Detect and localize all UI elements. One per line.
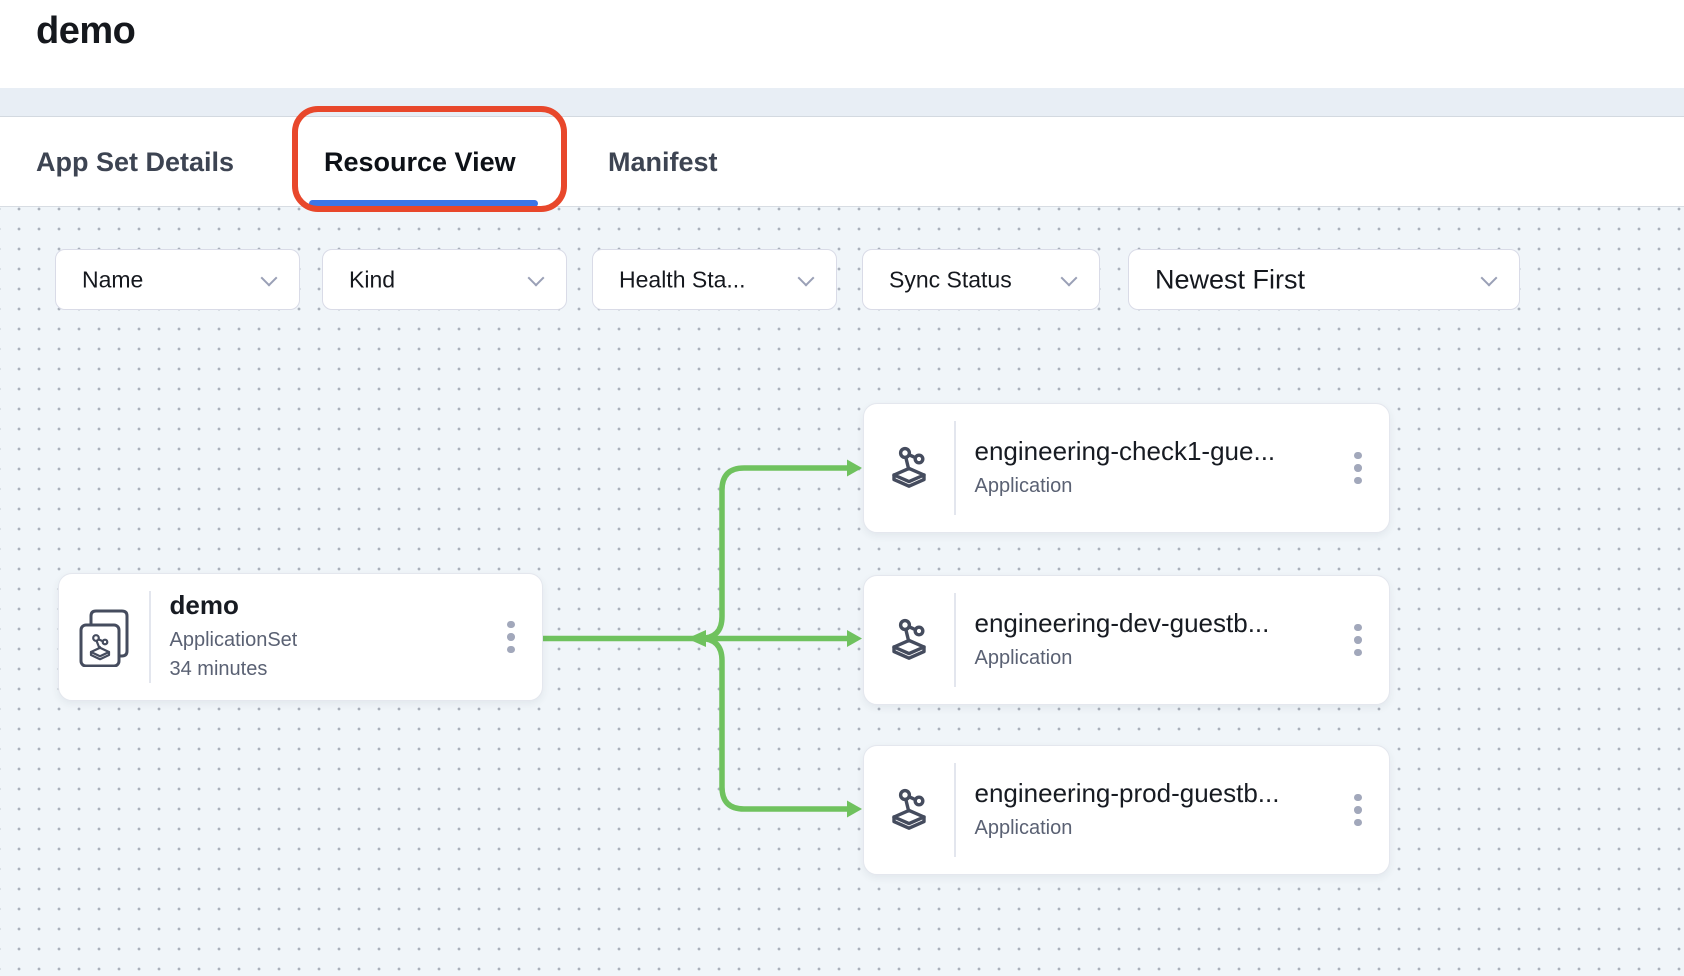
node-title: demo bbox=[169, 590, 239, 620]
divider bbox=[954, 421, 956, 515]
node-menu-button[interactable] bbox=[1341, 440, 1375, 496]
chevron-down-icon bbox=[1480, 269, 1498, 287]
filter-health-label: Health Sta... bbox=[619, 266, 746, 292]
sort-dropdown-newest-first[interactable]: Newest First bbox=[1128, 249, 1520, 310]
kebab-icon bbox=[1354, 793, 1362, 802]
node-kind: Application bbox=[974, 816, 1073, 839]
chevron-down-icon bbox=[527, 269, 545, 287]
divider bbox=[149, 591, 151, 683]
tab-resource-view[interactable]: Resource View bbox=[324, 147, 516, 177]
tab-manifest[interactable]: Manifest bbox=[608, 147, 718, 177]
kebab-icon bbox=[1354, 451, 1362, 460]
divider bbox=[954, 593, 956, 687]
application-icon bbox=[864, 576, 954, 704]
active-tab-underline bbox=[309, 200, 538, 207]
kebab-icon bbox=[1354, 623, 1362, 632]
resource-graph-canvas[interactable]: Name Kind Health Sta... Sync Status Newe… bbox=[0, 207, 1684, 976]
tab-app-set-details[interactable]: App Set Details bbox=[36, 147, 235, 177]
chevron-down-icon bbox=[260, 269, 278, 287]
tab-bar: App Set Details Resource View Manifest bbox=[0, 117, 1684, 207]
node-title: engineering-dev-guestb... bbox=[974, 607, 1270, 638]
node-menu-button[interactable] bbox=[1341, 612, 1375, 668]
page-title: demo bbox=[36, 10, 136, 52]
node-applicationset-demo[interactable]: demo ApplicationSet 34 minutes bbox=[58, 573, 543, 701]
node-age: 34 minutes bbox=[169, 658, 268, 680]
filter-dropdown-name[interactable]: Name bbox=[55, 249, 300, 310]
node-menu-button[interactable] bbox=[494, 609, 528, 665]
divider bbox=[954, 763, 956, 857]
node-kind: ApplicationSet bbox=[169, 629, 298, 651]
node-title: engineering-prod-guestb... bbox=[974, 777, 1280, 808]
node-application-dev[interactable]: engineering-dev-guestb... Application bbox=[863, 575, 1390, 705]
kebab-icon bbox=[507, 620, 515, 629]
sort-label: Newest First bbox=[1155, 264, 1306, 294]
application-icon bbox=[864, 746, 954, 874]
application-icon bbox=[864, 404, 954, 532]
filter-kind-label: Kind bbox=[349, 266, 396, 292]
node-kind: Application bbox=[974, 646, 1073, 669]
filter-dropdown-sync-status[interactable]: Sync Status bbox=[862, 249, 1100, 310]
application-set-icon bbox=[59, 574, 149, 700]
node-application-check1[interactable]: engineering-check1-gue... Application bbox=[863, 403, 1390, 533]
chevron-down-icon bbox=[797, 269, 815, 287]
node-title: engineering-check1-gue... bbox=[974, 435, 1276, 466]
filter-sync-label: Sync Status bbox=[889, 266, 1012, 292]
filter-dropdown-health-status[interactable]: Health Sta... bbox=[592, 249, 837, 310]
filter-dropdown-kind[interactable]: Kind bbox=[322, 249, 567, 310]
chevron-down-icon bbox=[1060, 269, 1078, 287]
filter-name-label: Name bbox=[82, 266, 144, 292]
node-menu-button[interactable] bbox=[1341, 782, 1375, 838]
node-kind: Application bbox=[974, 474, 1073, 497]
header-separator-band bbox=[0, 88, 1684, 117]
node-application-prod[interactable]: engineering-prod-guestb... Application bbox=[863, 745, 1390, 875]
